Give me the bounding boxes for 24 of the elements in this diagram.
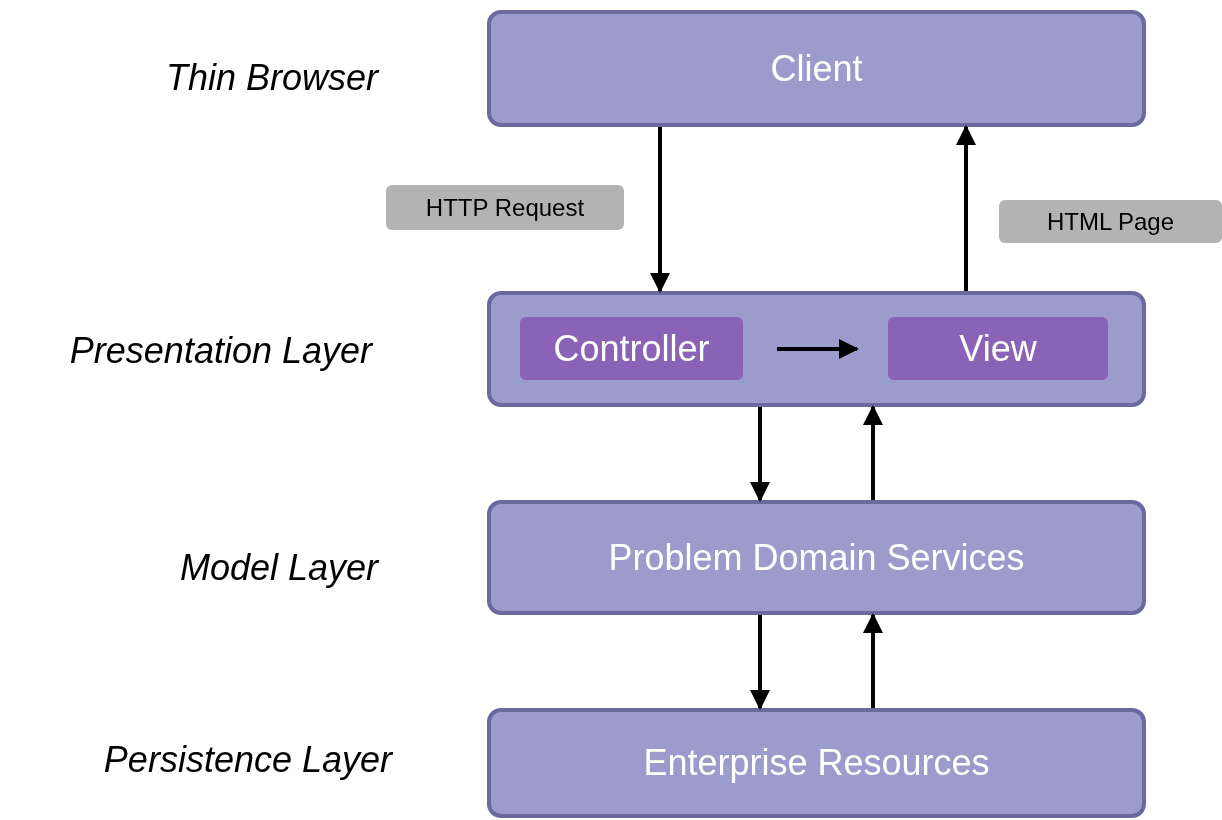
layer-label: Thin Browser xyxy=(165,60,378,96)
arrow xyxy=(863,613,883,708)
arrow xyxy=(777,339,859,359)
layer-label: Model Layer xyxy=(179,550,378,586)
component-box xyxy=(520,317,743,380)
layer-box xyxy=(487,500,1146,615)
edge-label: HTML Page xyxy=(999,200,1222,243)
layer-label: Presentation Layer xyxy=(69,333,372,369)
arrow xyxy=(750,407,770,502)
box-text: Problem Domain Services xyxy=(608,535,1025,580)
component-box xyxy=(888,317,1108,380)
box-text: Controller xyxy=(553,326,710,371)
layer-label: Persistence Layer xyxy=(103,742,392,778)
arrow xyxy=(750,615,770,710)
layer-box xyxy=(487,291,1146,407)
layer-box xyxy=(487,708,1146,818)
box-text: Client xyxy=(770,46,863,91)
layer-box xyxy=(487,10,1146,127)
box-text: View xyxy=(959,326,1037,371)
box-text: Enterprise Resources xyxy=(643,741,990,785)
arrow xyxy=(956,125,976,291)
edge-label: HTTP Request xyxy=(386,185,624,230)
arrow xyxy=(863,405,883,500)
arrow xyxy=(650,127,670,293)
